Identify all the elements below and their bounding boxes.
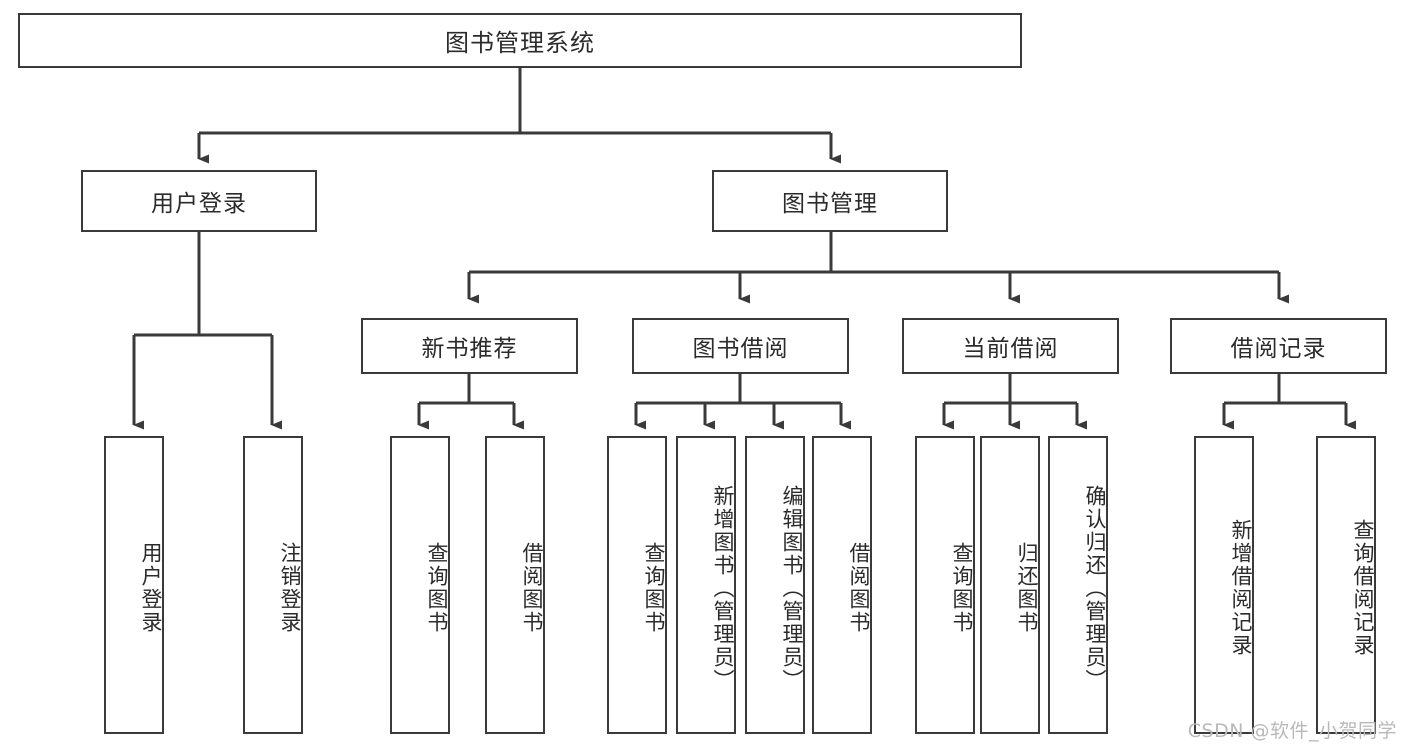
- leaf-user-login-logout[interactable]: 注销登录: [243, 436, 303, 734]
- node-user-login[interactable]: 用户登录: [81, 170, 317, 232]
- leaf-borrow-borrow-book[interactable]: 借阅图书: [812, 436, 872, 734]
- leaf-borrow-add-book-admin[interactable]: 新增图书（管理员）: [676, 436, 736, 734]
- watermark-text: CSDN @软件_小贺同学: [1187, 720, 1397, 742]
- leaf-record-add-record[interactable]: 新增借阅记录: [1194, 436, 1254, 734]
- node-borrow-record[interactable]: 借阅记录: [1170, 318, 1387, 374]
- leaf-record-query-record[interactable]: 查询借阅记录: [1316, 436, 1376, 734]
- node-new-book-recommend[interactable]: 新书推荐: [361, 318, 578, 374]
- node-book-borrow[interactable]: 图书借阅: [632, 318, 849, 374]
- leaf-current-confirm-return-admin[interactable]: 确认归还（管理员）: [1048, 436, 1108, 734]
- leaf-borrow-query-book[interactable]: 查询图书: [607, 436, 667, 734]
- node-current-borrow[interactable]: 当前借阅: [902, 318, 1119, 374]
- node-root-system[interactable]: 图书管理系统: [18, 13, 1022, 68]
- node-book-management[interactable]: 图书管理: [712, 170, 948, 232]
- leaf-borrow-edit-book-admin[interactable]: 编辑图书（管理员）: [745, 436, 805, 734]
- leaf-user-login-login[interactable]: 用户登录: [104, 436, 164, 734]
- leaf-current-query-book[interactable]: 查询图书: [915, 436, 975, 734]
- leaf-current-return-book[interactable]: 归还图书: [980, 436, 1040, 734]
- leaf-recommend-borrow-book[interactable]: 借阅图书: [485, 436, 545, 734]
- leaf-recommend-query-book[interactable]: 查询图书: [390, 436, 450, 734]
